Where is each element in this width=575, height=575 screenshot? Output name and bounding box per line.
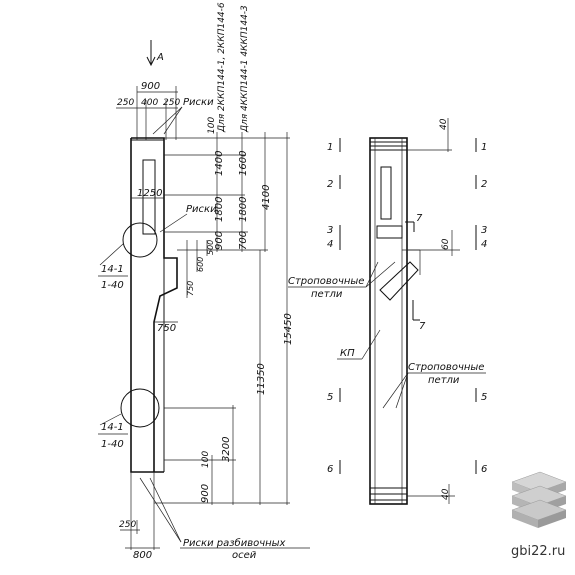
watermark-text: gbi22.ru [511, 544, 565, 559]
vdim-15450: 15450 [283, 313, 294, 345]
section-6-right: 6 [481, 464, 487, 475]
site-logo: gbi22.ru [511, 471, 567, 559]
section-1-left: 1 [327, 142, 333, 153]
logo-slab-bottom-right [538, 510, 566, 528]
column-label-2: Для 4ККП144-1 4ККП144-3 [240, 5, 250, 133]
callout-lower: 14-1 1-40 [98, 388, 160, 450]
callout-2-bottom: 1-40 [101, 439, 124, 450]
dim-1250: 1250 [137, 188, 162, 199]
side-view-labels: Строповочные петли КП Строповочные петли [288, 261, 486, 409]
sling-loops-label-1: Строповочные [288, 276, 364, 287]
section-4-right: 4 [481, 239, 487, 250]
section-6-left: 6 [327, 464, 333, 475]
vdim-900: 900 [214, 231, 225, 250]
view-arrow: A [146, 40, 164, 67]
section-3-right: 3 [481, 225, 487, 236]
dim-900: 900 [141, 81, 160, 92]
marks-label: Риски [183, 97, 214, 108]
column-label-1: Для 2ККП144-1, 2ККП144-6 [217, 2, 227, 133]
corbel-dimensions: 500 600 750 750 [154, 240, 215, 334]
top-dimensions: 900 250 400 250 Риски [116, 81, 214, 140]
column-elevation [130, 137, 178, 473]
marks-label-2: Риски [186, 204, 217, 215]
bottom-dimensions: 250 800 Риски разбивочных осей [119, 472, 310, 561]
dim-250-left: 250 [117, 98, 134, 108]
section-3-left: 3 [327, 225, 333, 236]
vdim-700: 700 [238, 231, 249, 250]
right-dimensions: 40 60 40 [439, 118, 453, 504]
kp-label: КП [340, 348, 355, 359]
dim-11350: 11350 [256, 363, 267, 395]
dim-750-v: 750 [186, 281, 195, 296]
vdim-1600: 1600 [238, 151, 249, 176]
dim-250-bottom: 250 [119, 520, 136, 530]
dim-100-low: 100 [201, 451, 211, 468]
section-1-right: 1 [481, 142, 487, 153]
dim-800: 800 [133, 550, 152, 561]
section-marks: 1 1 2 2 3 4 3 4 5 5 6 6 7 7 [327, 138, 487, 475]
section-2-right: 2 [481, 179, 487, 190]
callout-upper: 14-1 1-40 [98, 222, 158, 291]
dim-900-low: 900 [200, 484, 211, 503]
rdim-40-bottom: 40 [441, 488, 451, 500]
rdim-60: 60 [441, 238, 451, 250]
axis-marks-label: Риски разбивочных [183, 537, 286, 549]
rdim-40-top: 40 [439, 118, 449, 130]
dim-250-right: 250 [163, 98, 180, 108]
section-7-top: 7 [416, 213, 423, 224]
dim-750-h: 750 [157, 323, 176, 334]
callout-1-bottom: 1-40 [101, 280, 124, 291]
dim-400: 400 [141, 98, 158, 108]
vertical-dimensions: 100 1400 1800 900 1600 1800 700 4100 154… [154, 2, 294, 505]
section-5-left: 5 [327, 392, 333, 403]
vdim-100: 100 [207, 117, 217, 134]
vdim-1800-b: 1800 [238, 197, 249, 222]
callout-1-top: 14-1 [101, 264, 124, 275]
callout-2-top: 14-1 [101, 422, 124, 433]
view-label: A [156, 52, 164, 63]
vdim-1400: 1400 [214, 151, 225, 176]
sling-loops-label-1b: петли [311, 289, 343, 300]
dim-500: 500 [206, 240, 215, 255]
section-4-left: 4 [327, 239, 333, 250]
sling-loops-label-2: Строповочные [408, 362, 484, 373]
section-2-left: 2 [327, 179, 333, 190]
vdim-1800-a: 1800 [214, 197, 225, 222]
lower-dimensions: 11350 3200 100 900 [164, 250, 267, 505]
marks-1250: 1250 Риски [131, 188, 217, 233]
side-view [369, 137, 460, 505]
axis-marks-label-2: осей [232, 550, 257, 561]
vdim-4100: 4100 [261, 185, 272, 210]
section-5-right: 5 [481, 392, 487, 403]
dim-600: 600 [196, 257, 205, 272]
sling-loops-label-2b: петли [428, 375, 460, 386]
dim-3200: 3200 [221, 437, 232, 462]
section-7-bottom: 7 [419, 321, 426, 332]
logo-slab-bottom-left [512, 510, 538, 528]
